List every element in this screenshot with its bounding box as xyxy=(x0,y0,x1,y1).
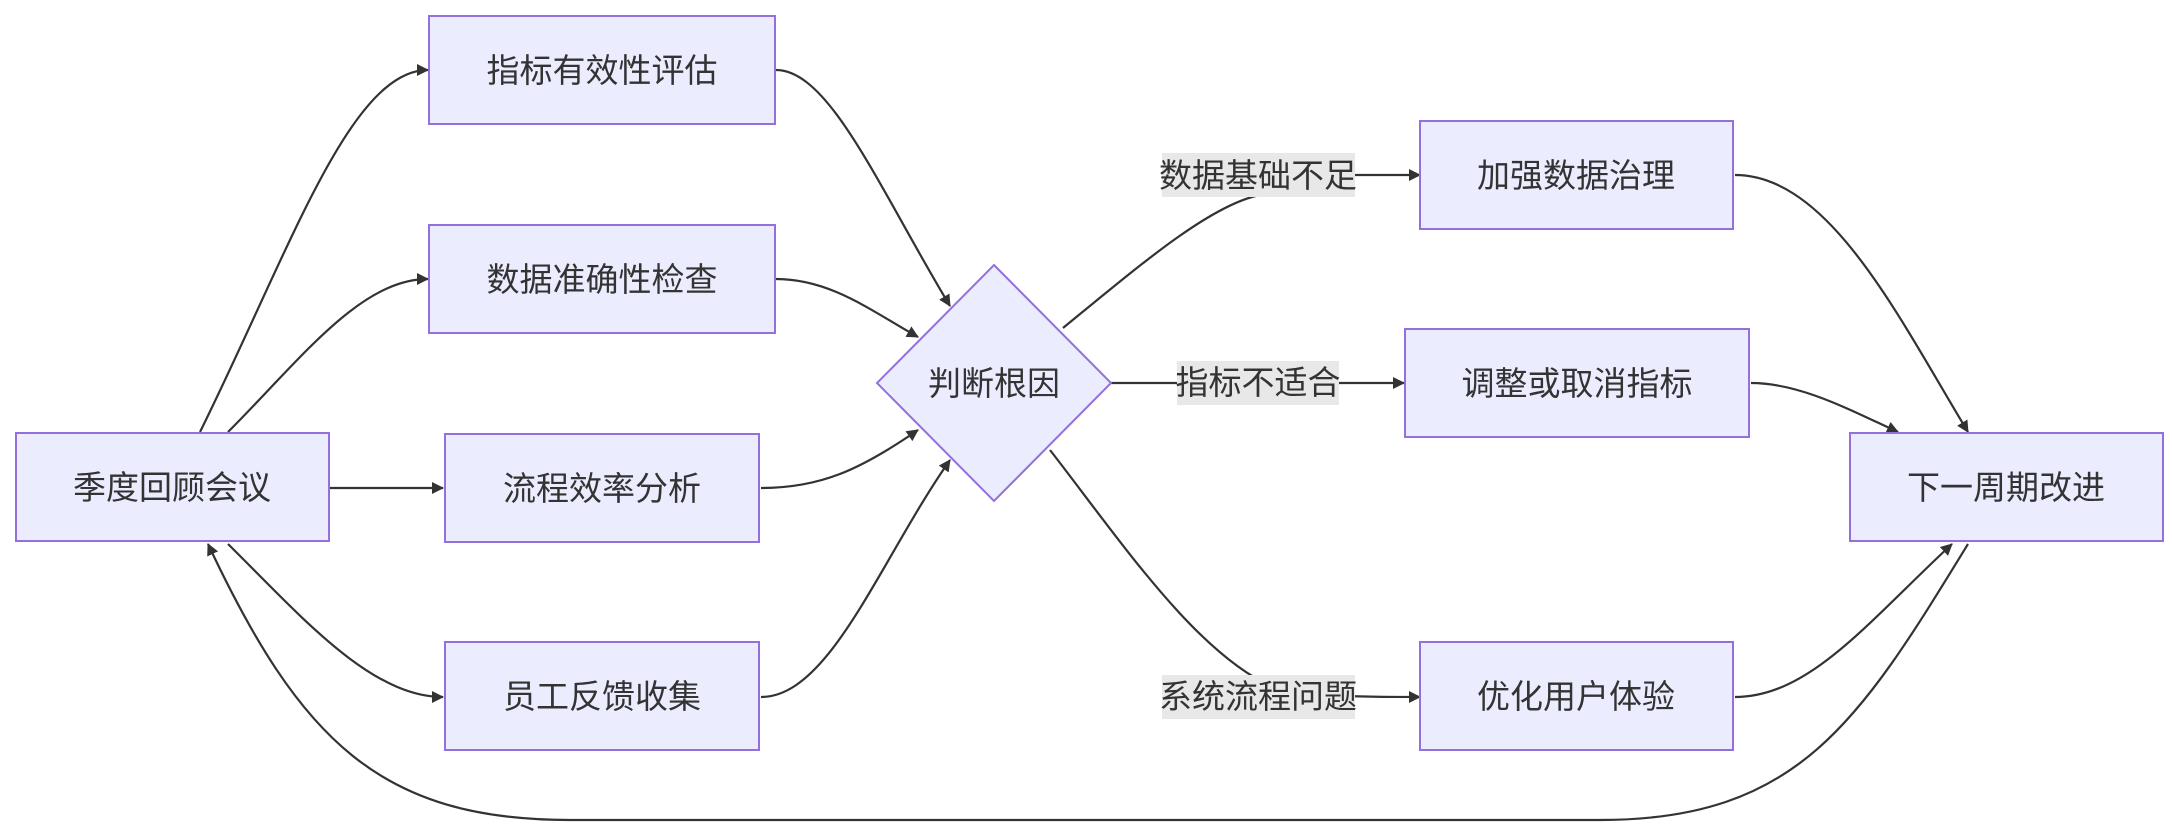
node-quarterly-review-label: 季度回顾会议 xyxy=(73,468,271,507)
node-root-cause-label: 判断根因 xyxy=(928,364,1060,403)
edge-review-to-data-accuracy xyxy=(227,273,429,433)
node-employee-feedback-label: 员工反馈收集 xyxy=(503,677,701,716)
node-process-efficiency-label: 流程效率分析 xyxy=(503,469,701,508)
node-optimize-ux-label: 优化用户体验 xyxy=(1477,677,1675,716)
node-data-governance-box xyxy=(1419,120,1734,230)
edge-review-to-employee-feedback xyxy=(227,543,444,703)
edge-employee-feedback-to-root-cause xyxy=(760,459,951,699)
edge-root-cause-to-optimize-ux xyxy=(1049,449,1421,703)
node-next-cycle-box xyxy=(1849,432,2164,542)
edge-label-bg-insufficient-data xyxy=(1162,153,1355,197)
node-metric-effectiveness[interactable]: 指标有效性评估 xyxy=(428,15,776,125)
node-process-efficiency-box xyxy=(444,433,760,543)
edge-label-bg-process-issue xyxy=(1162,675,1355,719)
edge-data-accuracy-to-root-cause xyxy=(775,277,919,338)
node-data-accuracy[interactable]: 数据准确性检查 xyxy=(428,224,776,334)
edge-review-to-metric-effectiveness xyxy=(199,64,429,433)
node-root-cause[interactable]: 判断根因 xyxy=(875,263,1113,503)
node-process-efficiency[interactable]: 流程效率分析 xyxy=(444,433,760,543)
node-metric-effectiveness-label: 指标有效性评估 xyxy=(487,51,718,90)
node-data-governance-label: 加强数据治理 xyxy=(1477,156,1675,195)
edge-label-metric-unsuitable: 指标不适合 xyxy=(1176,363,1341,402)
edge-data-governance-to-next-cycle xyxy=(1734,173,1969,433)
node-optimize-ux[interactable]: 优化用户体验 xyxy=(1419,641,1734,751)
edge-root-cause-to-data-governance xyxy=(1062,169,1421,329)
node-quarterly-review-box xyxy=(15,432,330,542)
node-employee-feedback[interactable]: 员工反馈收集 xyxy=(444,641,760,751)
edge-next-cycle-to-review-loop xyxy=(207,543,1969,822)
node-adjust-metrics-box xyxy=(1404,328,1750,438)
node-adjust-metrics[interactable]: 调整或取消指标 xyxy=(1404,328,1750,438)
edge-label-process-issue: 系统流程问题 xyxy=(1159,677,1357,716)
node-metric-effectiveness-box xyxy=(428,15,776,125)
node-data-governance[interactable]: 加强数据治理 xyxy=(1419,120,1734,230)
edge-labels: 数据基础不足 指标不适合 系统流程问题 xyxy=(1159,153,1357,719)
node-data-accuracy-label: 数据准确性检查 xyxy=(487,260,718,299)
edge-metric-effectiveness-to-root-cause xyxy=(775,68,951,307)
node-data-accuracy-box xyxy=(428,224,776,334)
node-adjust-metrics-label: 调整或取消指标 xyxy=(1462,364,1693,403)
node-root-cause-diamond xyxy=(875,263,1113,503)
nodes: 季度回顾会议 指标有效性评估 数据准确性检查 流程效率分析 员工反馈收集 判断根… xyxy=(15,15,2164,751)
node-next-cycle-label: 下一周期改进 xyxy=(1907,468,2105,507)
edge-optimize-ux-to-next-cycle xyxy=(1734,543,1953,699)
edge-process-efficiency-to-root-cause xyxy=(760,429,919,490)
node-quarterly-review[interactable]: 季度回顾会议 xyxy=(15,432,330,542)
edges xyxy=(199,64,1969,822)
node-employee-feedback-box xyxy=(444,641,760,751)
edge-label-insufficient-data: 数据基础不足 xyxy=(1159,156,1357,195)
edge-adjust-metrics-to-next-cycle xyxy=(1750,381,1899,433)
node-next-cycle[interactable]: 下一周期改进 xyxy=(1849,432,2164,542)
edge-label-bg-metric-unsuitable xyxy=(1177,361,1339,405)
node-optimize-ux-box xyxy=(1419,641,1734,751)
